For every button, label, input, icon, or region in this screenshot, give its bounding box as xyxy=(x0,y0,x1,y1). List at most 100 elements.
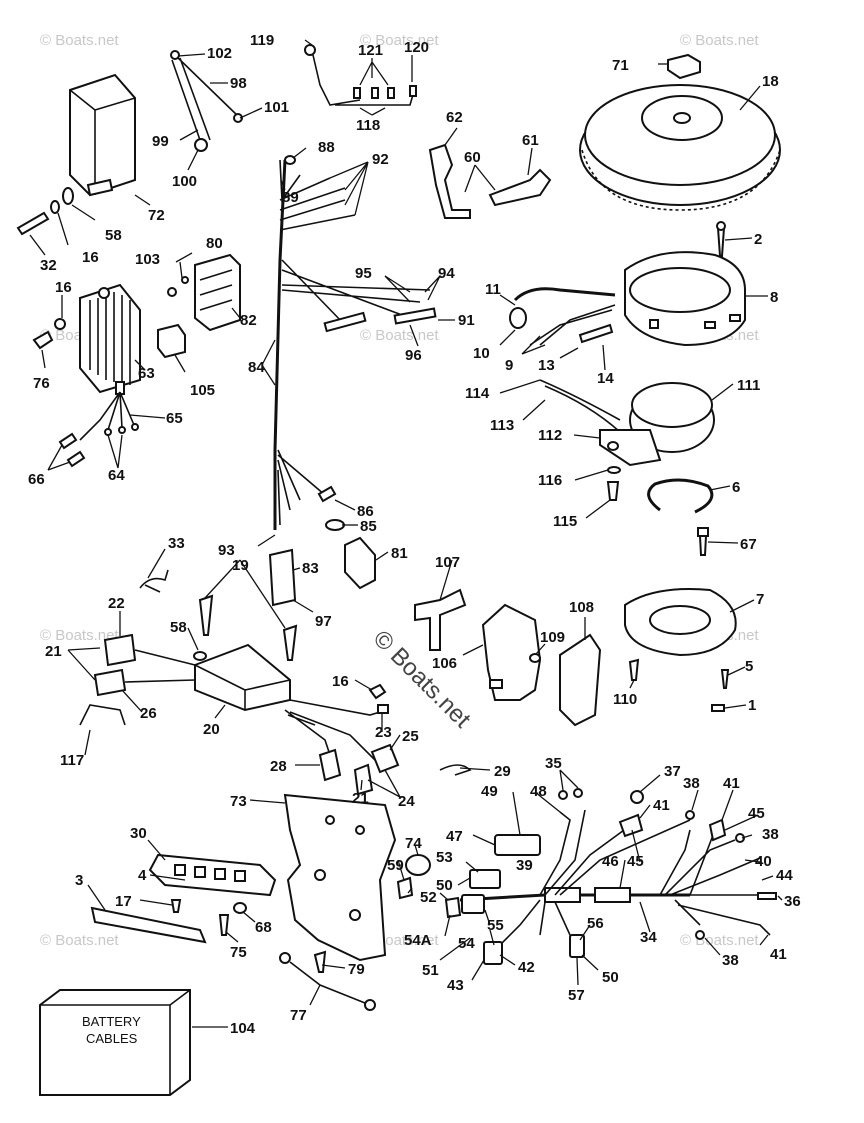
callout-65: 65 xyxy=(166,410,183,427)
callout-117: 117 xyxy=(60,752,84,769)
callout-109: 109 xyxy=(540,629,565,646)
callout-42: 42 xyxy=(518,959,535,976)
callout-79: 79 xyxy=(348,961,365,978)
part-106-bracket xyxy=(481,603,542,701)
part-18-flywheel xyxy=(579,84,781,211)
callout-107: 107 xyxy=(435,554,460,571)
callout-9: 9 xyxy=(505,357,513,374)
callout-96: 96 xyxy=(405,347,422,364)
callout-93: 93 xyxy=(218,542,235,559)
callout-100: 100 xyxy=(172,173,197,190)
callout-30: 30 xyxy=(130,825,147,842)
callout-108: 108 xyxy=(569,599,594,616)
callout-82: 82 xyxy=(240,312,257,329)
callout-58: 58 xyxy=(105,227,122,244)
callout-72: 72 xyxy=(148,207,165,224)
part-3-strip xyxy=(90,906,207,944)
callout-68: 68 xyxy=(255,919,272,936)
callout-17: 17 xyxy=(115,893,132,910)
part-118-leads xyxy=(304,44,417,106)
watermark: © Boats.net xyxy=(40,32,119,49)
part-115-screw xyxy=(606,466,621,501)
part-6-ring xyxy=(647,478,714,514)
part-71-nut xyxy=(667,53,701,80)
callout-88: 88 xyxy=(318,139,335,156)
callout-32: 32 xyxy=(40,257,57,274)
part-98-lead xyxy=(170,50,243,152)
callout-24: 24 xyxy=(398,793,415,810)
part-74-grommet xyxy=(396,854,431,900)
callout-89: 89 xyxy=(282,189,299,206)
part-60-plug-leads xyxy=(428,143,552,219)
part-84-harness xyxy=(273,155,437,531)
callout-102: 102 xyxy=(207,45,232,62)
callout-50: 50 xyxy=(436,877,453,894)
callout-81: 81 xyxy=(391,545,408,562)
callout-19: 19 xyxy=(232,557,249,574)
callout-58: 58 xyxy=(170,619,187,636)
part-2-screw xyxy=(716,221,726,257)
part-19-bolts xyxy=(198,594,298,661)
part-108-cover xyxy=(559,633,602,727)
callout-103: 103 xyxy=(135,251,160,268)
part-11-stator-leads xyxy=(509,287,616,346)
callout-46: 46 xyxy=(602,853,619,870)
callout-75: 75 xyxy=(230,944,247,961)
callout-43: 43 xyxy=(447,977,464,994)
callout-labels: 102 98 101 99 100 72 58 16 32 119 121 12… xyxy=(28,32,801,1037)
callout-26: 26 xyxy=(140,705,157,722)
callout-33: 33 xyxy=(168,535,185,552)
callout-2: 2 xyxy=(754,231,762,248)
callout-97: 97 xyxy=(315,613,332,630)
callout-25: 25 xyxy=(402,728,419,745)
callout-73: 73 xyxy=(230,793,247,810)
callout-67: 67 xyxy=(740,536,757,553)
callout-54A: 54A xyxy=(404,932,432,949)
callout-59: 59 xyxy=(387,857,404,874)
callout-7: 7 xyxy=(756,591,764,608)
part-111-coil xyxy=(539,379,715,467)
callout-22: 22 xyxy=(108,595,125,612)
callout-37: 37 xyxy=(664,763,681,780)
callout-116: 116 xyxy=(538,472,562,489)
watermark-center: © Boats.net xyxy=(368,625,476,733)
part-7-timer-base xyxy=(624,588,737,657)
callout-104: 104 xyxy=(230,1020,256,1037)
leader-lines xyxy=(29,39,783,1028)
callout-85: 85 xyxy=(360,518,377,535)
callout-120: 120 xyxy=(404,39,429,56)
part-33-clip xyxy=(139,569,169,593)
callout-14: 14 xyxy=(597,370,614,387)
watermark: © Boats.net xyxy=(40,627,119,644)
callout-3: 3 xyxy=(75,872,83,889)
callout-54: 54 xyxy=(458,935,475,952)
part-67-screw xyxy=(697,527,709,556)
callout-105: 105 xyxy=(190,382,215,399)
callout-41: 41 xyxy=(723,775,740,792)
callout-66: 66 xyxy=(28,471,45,488)
callout-45: 45 xyxy=(748,805,765,822)
part-20-power-pack xyxy=(193,643,291,712)
watermark: © Boats.net xyxy=(360,32,439,49)
callout-64: 64 xyxy=(108,467,125,484)
callout-1: 1 xyxy=(748,697,756,714)
callout-38: 38 xyxy=(683,775,700,792)
callout-86: 86 xyxy=(357,503,374,520)
part-63-regulator xyxy=(32,283,141,395)
callout-45: 45 xyxy=(627,853,644,870)
part-109-screw xyxy=(529,653,640,681)
part-81-connector xyxy=(344,536,376,590)
callout-16: 16 xyxy=(332,673,349,690)
callout-41: 41 xyxy=(653,797,670,814)
callout-23: 23 xyxy=(375,724,392,741)
callout-47: 47 xyxy=(446,828,463,845)
callout-50: 50 xyxy=(602,969,619,986)
part-72-module xyxy=(69,73,136,197)
callout-36: 36 xyxy=(784,893,801,910)
callout-60: 60 xyxy=(464,149,481,166)
callout-34: 34 xyxy=(640,929,657,946)
part-8-stator xyxy=(624,251,746,347)
part-30-terminal-strip xyxy=(148,853,277,897)
watermark: © Boats.net xyxy=(680,32,759,49)
